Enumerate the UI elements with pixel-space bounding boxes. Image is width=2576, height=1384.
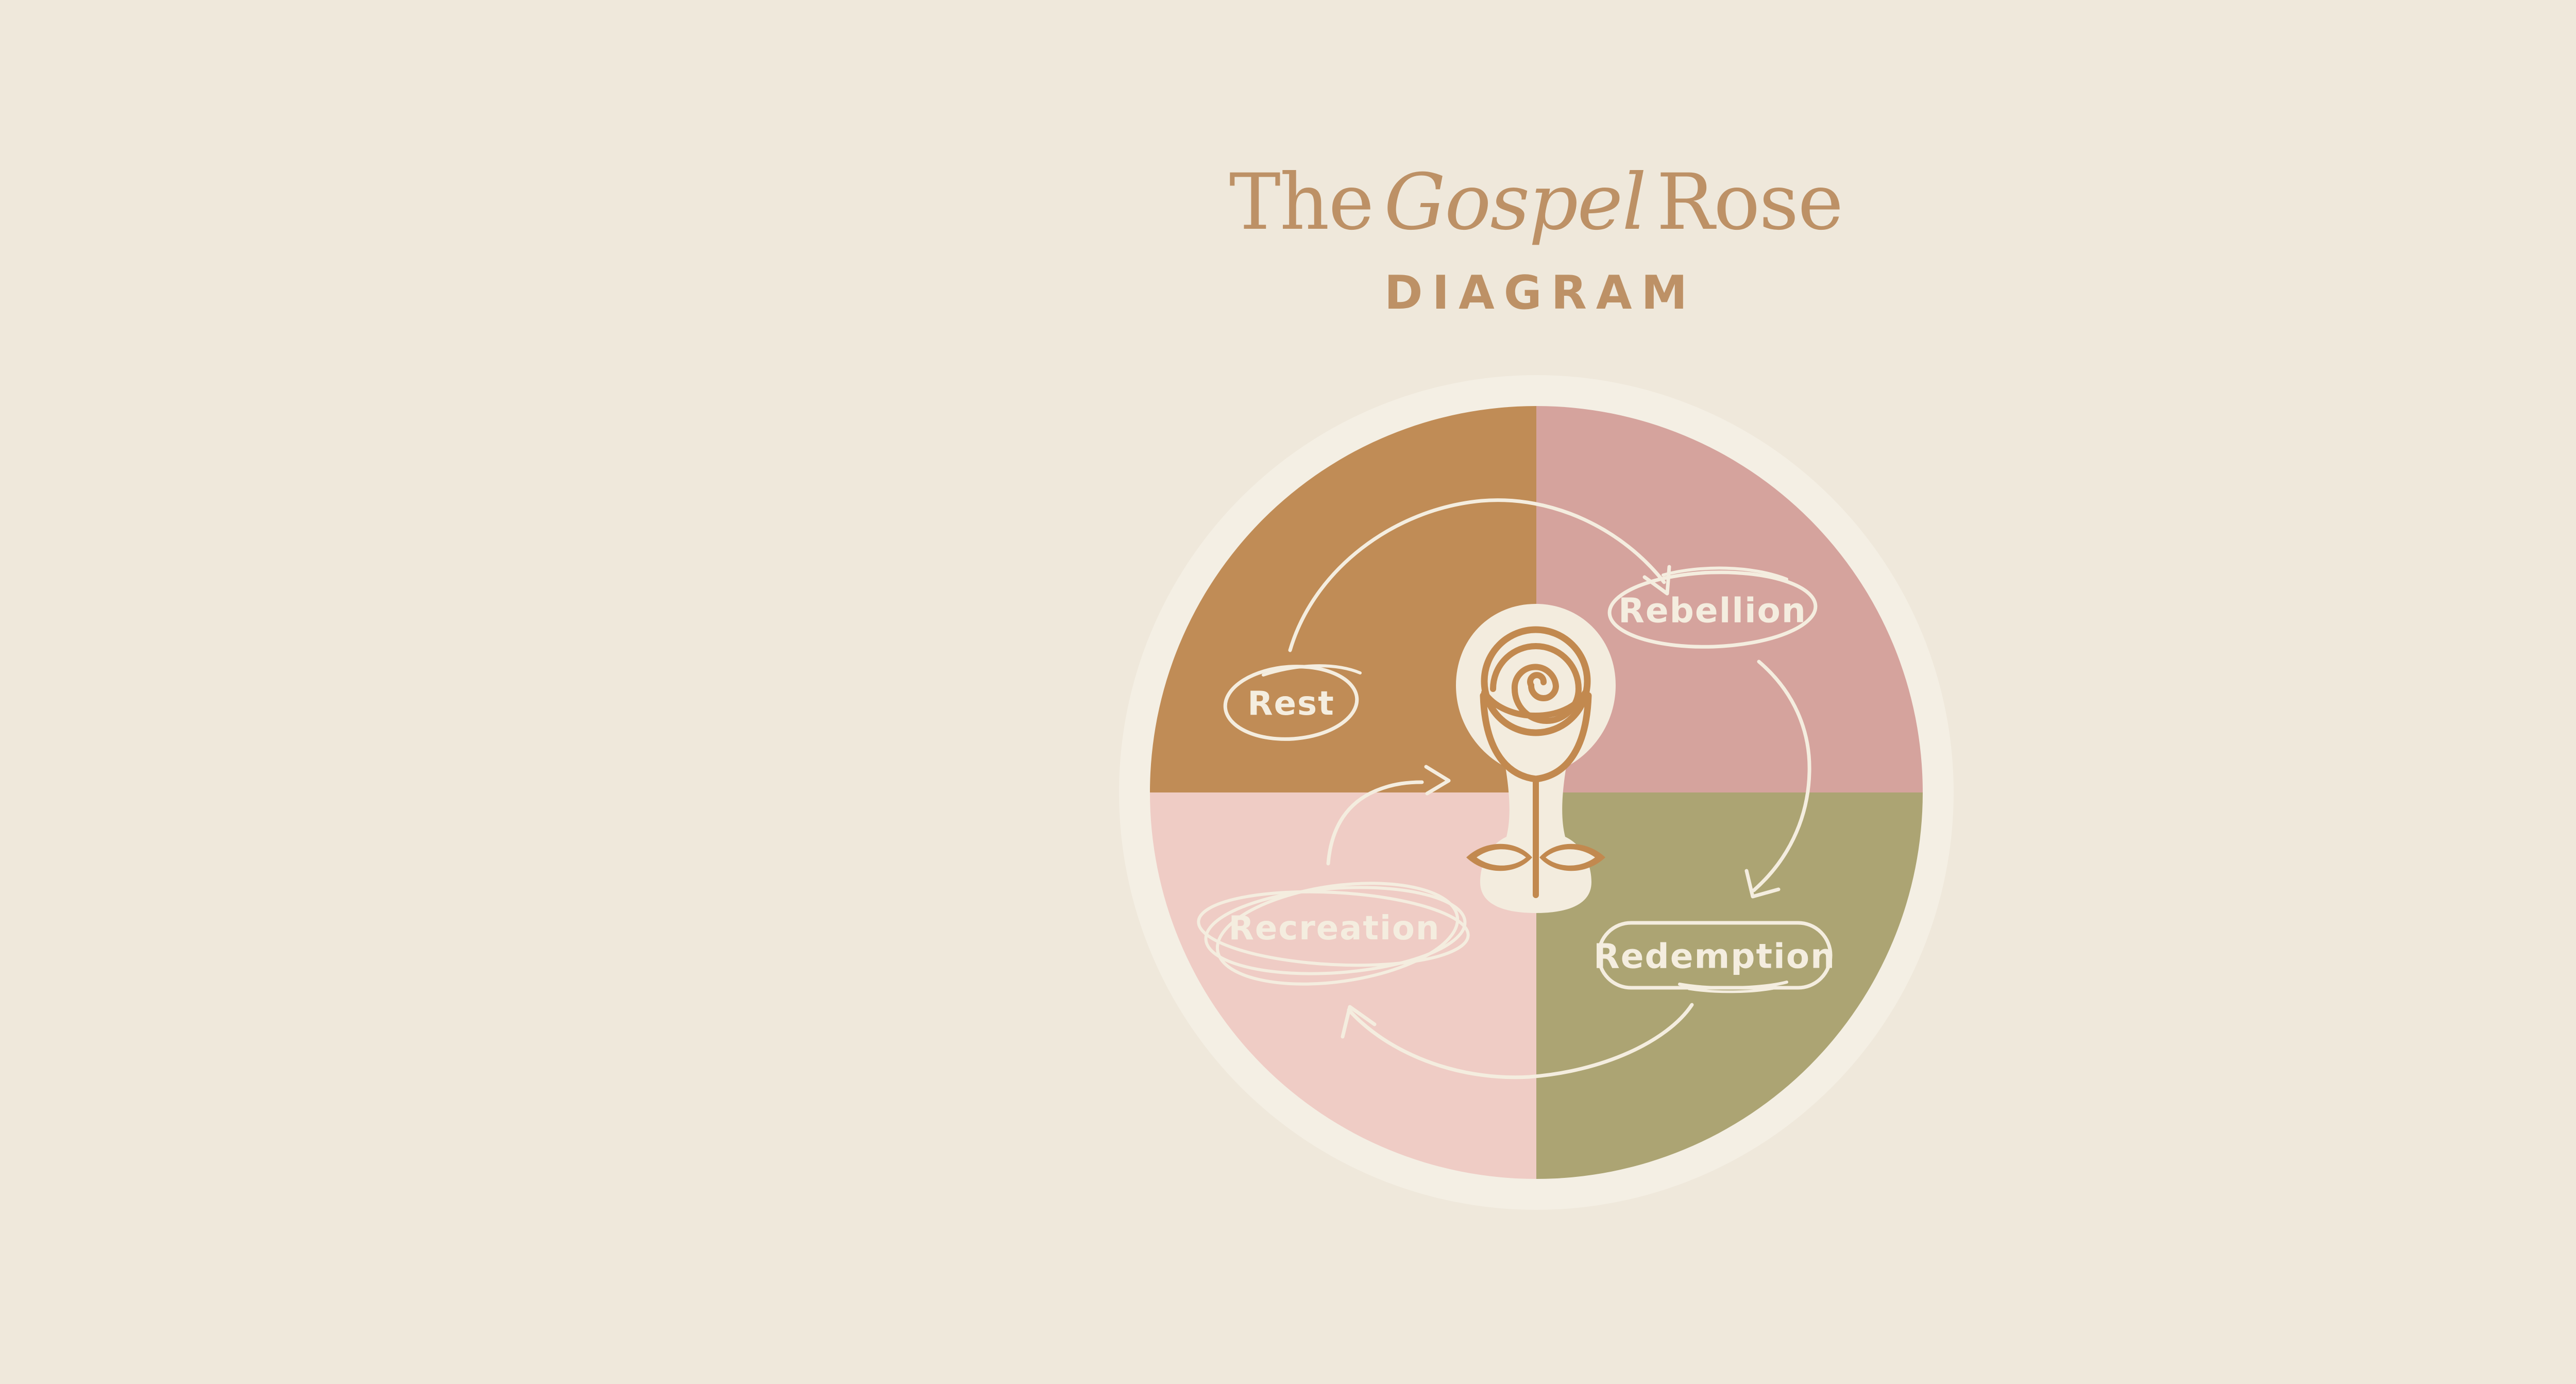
rose-spiral xyxy=(1490,643,1582,724)
label-rest: Rest xyxy=(1247,685,1335,723)
rose-leaves xyxy=(1466,843,1605,871)
label-redemption: Redemption xyxy=(1593,936,1836,976)
page-subtitle: DIAGRAM xyxy=(1384,266,1697,320)
rose-bloom-circle xyxy=(1481,626,1591,736)
title-word-the: The xyxy=(1229,158,1374,247)
rose-petal-rim xyxy=(1481,689,1588,719)
rose-icon xyxy=(1456,604,1616,913)
title-word-gospel: Gospel xyxy=(1384,158,1647,247)
label-rebellion: Rebellion xyxy=(1618,590,1807,631)
label-recreation: Recreation xyxy=(1228,909,1440,948)
title-word-rose: Rose xyxy=(1656,158,1843,247)
